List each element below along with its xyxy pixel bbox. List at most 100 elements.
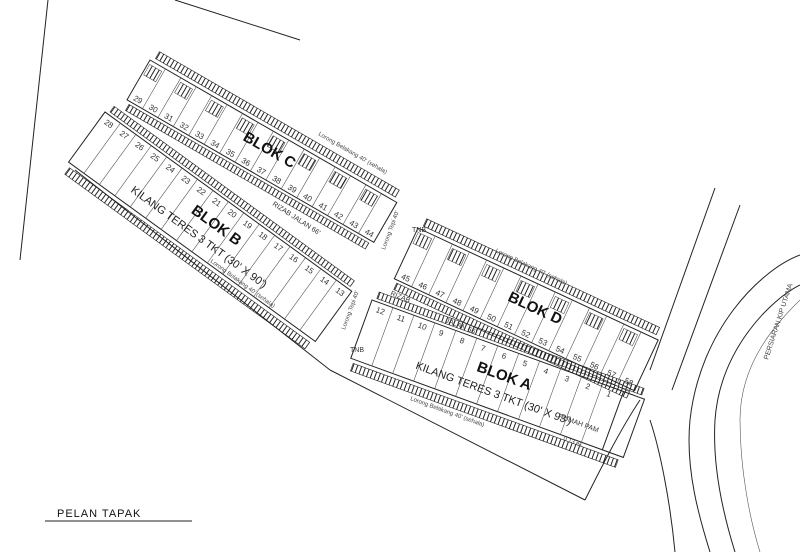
lot-building [359,188,379,207]
lot-number: 28 [102,118,115,131]
lot-number: 19 [241,219,254,232]
lot-divider [142,68,166,109]
blok-b-type: KILANG TERES 3 TKT (30' X 90') [128,184,269,291]
lot-divider [173,86,197,127]
lot-divider [311,166,336,207]
lot-building [412,232,432,250]
lot-number: 4 [542,366,550,376]
lot-building [584,312,604,330]
lot-number: 7 [479,343,487,353]
lot-divider [496,275,522,327]
lot-building [143,64,163,83]
lot-divider [176,190,214,241]
lot-number: 29 [132,94,145,107]
lot-divider [497,353,520,412]
lot-number: 23 [180,174,193,187]
lot-number: 24 [164,162,177,175]
lot-building [266,135,286,154]
lorong-tepi-label-2: Lorong Tepi 40' [341,290,361,330]
rumah-pam-divider [601,391,625,450]
lot-divider [99,134,137,185]
blok-b-back-lane [64,167,311,350]
lot-divider [599,323,625,375]
lot-number: 49 [468,304,480,316]
lot-divider [411,235,436,287]
lot-divider [413,322,436,382]
lot-number: 5 [521,359,529,369]
lot-number: 39 [286,183,299,196]
lot-number: 1 [605,389,613,399]
lot-divider [219,113,243,154]
lot-number: 15 [303,263,316,276]
lot-number: 42 [332,209,345,222]
lot-number: 8 [458,336,466,346]
lot-divider [250,131,274,172]
blok-b-front-lane [109,105,355,287]
lot-number: 11 [396,313,407,324]
lot-building [297,153,317,172]
main-road-label: PERSIARAN KIP UTAMA [763,283,794,361]
lot-number: 37 [255,165,268,178]
lot-number: 41 [317,201,330,214]
lot-building [447,248,467,266]
lot-number: 44 [363,227,376,240]
lot-divider [114,145,152,196]
blok-a-front-lane [376,291,645,396]
lot-number: 30 [147,103,160,116]
lot-building [481,264,501,282]
lot-number: 50 [485,312,497,324]
lot-divider [188,95,212,136]
blok-c-outline [126,59,398,244]
lot-divider [514,283,539,335]
lot-number: 14 [318,275,331,288]
lot-number: 54 [554,344,566,356]
lot-number: 43 [348,218,361,231]
lot-divider [83,123,121,174]
lot-number: 51 [503,320,515,332]
lot-divider [582,315,607,367]
lot-divider [479,267,505,319]
lot-building [205,99,224,118]
blok-c-back-lane [155,51,400,198]
lot-number: 36 [240,156,253,169]
lot-divider [130,156,167,208]
lot-divider [428,243,453,295]
lot-number: 33 [193,129,206,142]
lot-number: 55 [571,352,583,364]
lot-number: 6 [500,351,508,361]
blok-c-front-lane [125,104,370,250]
lot-number: 34 [209,138,222,151]
lorong-tepi-label-1: Lorong Tepi 40' [381,210,401,250]
lot-number: 17 [272,241,285,254]
lot-divider [296,157,320,198]
blok-d-back-lane [422,218,661,336]
lot-divider [476,345,499,405]
lot-number: 22 [195,185,208,198]
lot-divider [145,167,183,219]
lot-divider [371,307,394,366]
lot-number: 9 [438,328,446,338]
lot-divider [281,148,305,190]
lot-number: 3 [563,374,571,384]
lot-number: 21 [210,196,223,209]
lot-divider [434,330,457,389]
lot-number: 40 [301,192,314,205]
lot-divider [203,104,228,145]
lot-divider [565,307,590,359]
lot-number: 48 [451,296,463,308]
lot-divider [548,299,573,351]
lot-divider [157,77,182,118]
lot-divider [207,212,245,264]
lot-number: 2 [584,382,592,392]
lot-number: 38 [271,174,284,187]
lot-divider [222,223,260,275]
lot-divider [191,201,229,252]
lot-number: 25 [149,151,162,164]
lot-divider [445,251,470,303]
lot-number: 35 [224,147,237,160]
lot-building [515,280,535,298]
lot-number: 16 [287,252,300,265]
lot-divider [617,331,642,383]
